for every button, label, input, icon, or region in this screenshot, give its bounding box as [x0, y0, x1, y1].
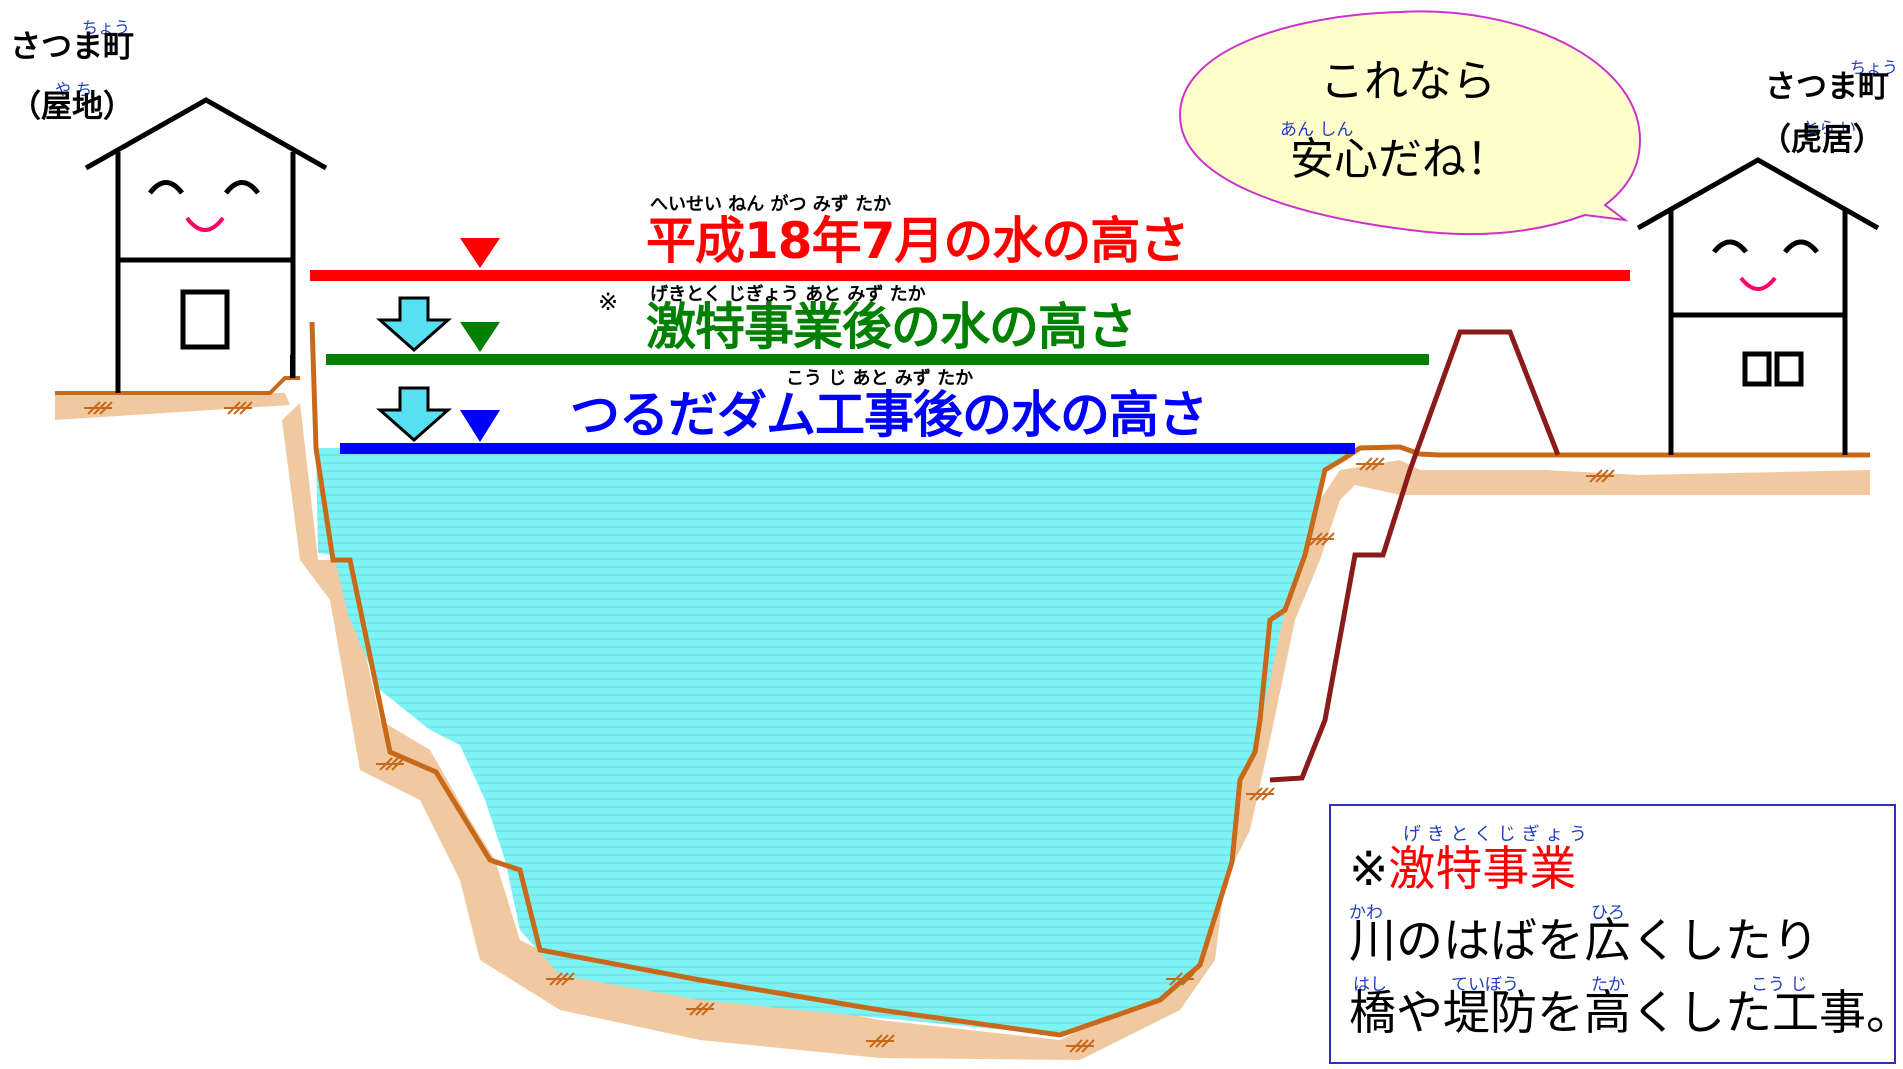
dam-label: つるだダム工事後の水の高さ [570, 386, 1208, 444]
river-water[interactable] [316, 448, 1360, 1035]
note-line2-ruby-c: たか [1591, 975, 1625, 995]
levee[interactable] [1269, 329, 1561, 783]
down-arrow-2-icon [376, 386, 452, 443]
note-line1-ruby-b: ひろ [1591, 903, 1625, 923]
note-line2-ruby-a: はし [1353, 975, 1387, 995]
note-title: ※激特事業 [1349, 846, 1576, 893]
speech-ruby: あん しん [1280, 120, 1354, 140]
level-line-gekitoku[interactable] [326, 354, 1429, 365]
note-line2-ruby-b: ていぼう [1451, 975, 1519, 995]
right-district: （虎居） [1760, 122, 1884, 158]
house-right[interactable] [1636, 157, 1880, 455]
dam-ruby: こう じ あと みず たか [786, 368, 974, 389]
ground-line-left [55, 376, 300, 395]
gekitoku-asterisk: ※ [598, 288, 619, 316]
definition-note-box: げ き と く じ ぎ ょ う ※激特事業 かわ ひろ 川のはばを広くしたり は… [1329, 804, 1903, 1064]
house-left[interactable] [84, 97, 328, 393]
right-district-ruby: とら い [1803, 118, 1857, 137]
note-line2-ruby-d: こう じ [1751, 975, 1808, 995]
gekitoku-ruby: げきとく じぎょう あと みず たか [650, 284, 926, 305]
ground-left [55, 393, 290, 420]
h18-ruby: へいせい ねん がつ みず たか [650, 194, 892, 215]
note-line1: 川のはばを広くしたり [1349, 914, 1819, 969]
right-town-name-ruby: ちょう [1850, 58, 1899, 77]
left-district-ruby: や ち [55, 80, 93, 99]
note-title-term: 激特事業 [1388, 842, 1577, 897]
riverbank-left [309, 321, 1870, 1038]
speech-bubble [1178, 10, 1642, 236]
marker-gekitoku-triangle [460, 322, 500, 352]
left-town-name-ruby: ちょう [82, 18, 131, 37]
h18-label: 平成18年7月の水の高さ [646, 212, 1189, 270]
speech-line1: これなら [1320, 56, 1496, 107]
level-line-h18[interactable] [310, 270, 1630, 281]
note-title-prefix: ※ [1349, 842, 1389, 897]
left-district: （屋地） [10, 89, 134, 125]
level-line-dam[interactable] [340, 443, 1355, 454]
marker-dam-triangle [460, 410, 500, 442]
soil-hatch-marks [84, 401, 1615, 1053]
note-title-ruby: げ き と く じ ぎ ょ う [1403, 824, 1588, 845]
note-line1-ruby-a: かわ [1349, 903, 1383, 923]
right-town-name: さつま町 [1765, 69, 1889, 105]
gekitoku-label: 激特事業後の水の高さ [646, 298, 1137, 356]
speech-line2: 安心だね！ [1290, 134, 1510, 185]
marker-h18-triangle [460, 238, 500, 268]
note-line2: 橋や堤防を高くした工事。 [1349, 986, 1903, 1041]
left-town-name: さつま町 [10, 29, 134, 65]
down-arrow-1-icon [376, 296, 452, 353]
